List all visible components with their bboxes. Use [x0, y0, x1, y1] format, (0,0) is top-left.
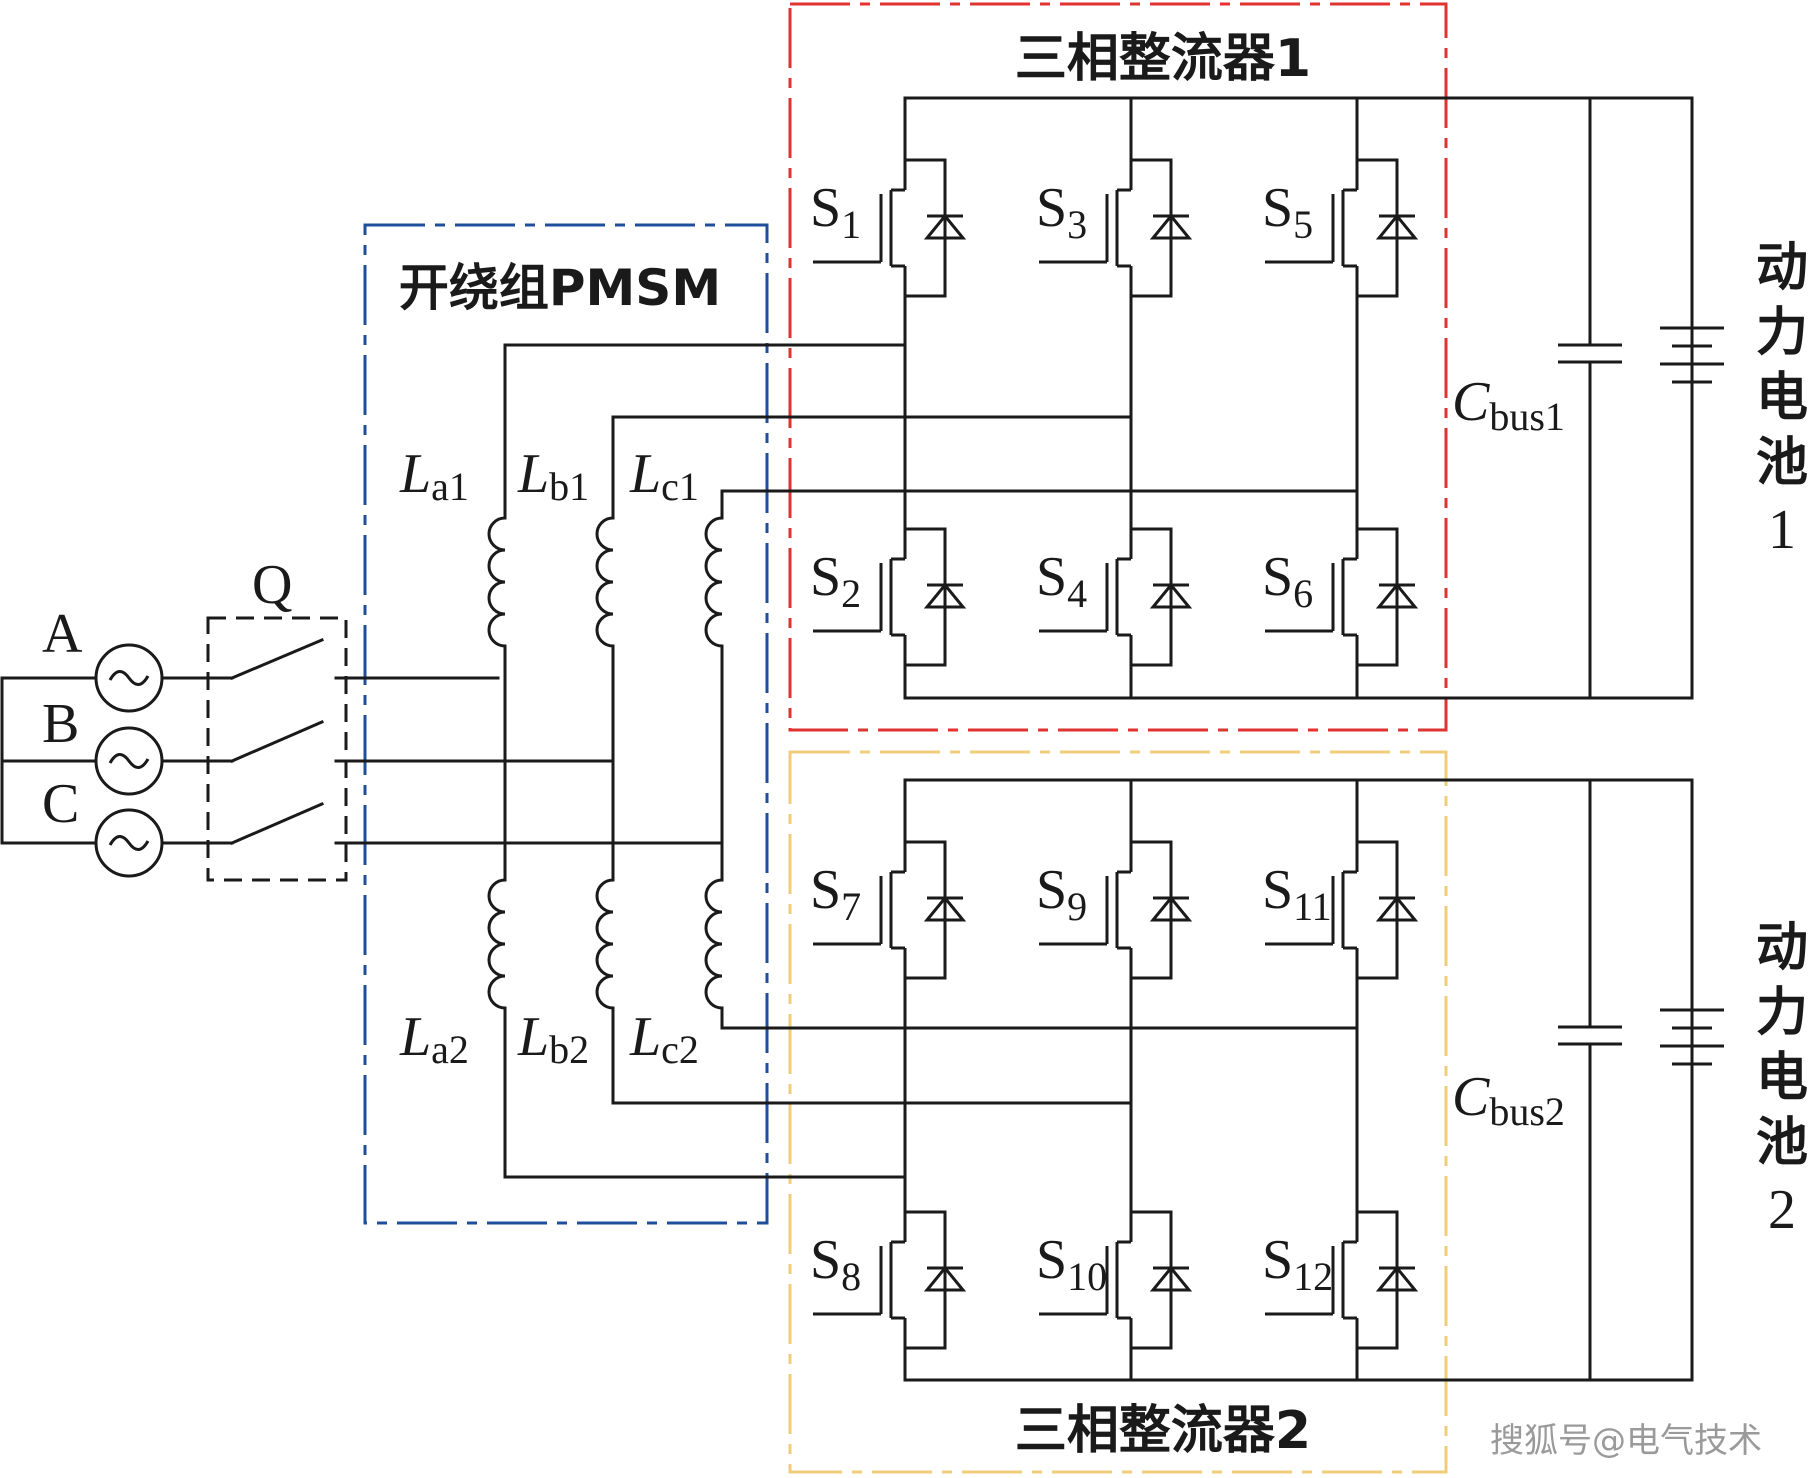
inductor-a2	[487, 878, 506, 1010]
svg-text:1: 1	[1768, 499, 1796, 561]
label-cbus1: Cbus1	[1452, 371, 1565, 439]
label-lc2: Lc2	[629, 1006, 699, 1072]
switch-label: S11	[1262, 859, 1332, 929]
rectifier2-border	[788, 750, 1448, 1474]
pmsm-border	[363, 223, 769, 1225]
svg-text:池: 池	[1756, 1113, 1808, 1173]
ac-sources: A B C	[0, 603, 164, 878]
mosfet-switch-icon	[1265, 527, 1419, 667]
source-label-c: C	[42, 773, 79, 835]
mosfet-switch-icon	[813, 158, 967, 298]
svg-text:电: 电	[1756, 368, 1808, 428]
switch-label: S9	[1036, 859, 1087, 929]
inductor-c2	[704, 878, 723, 1010]
watermark: 搜狐号@电气技术	[1490, 1421, 1762, 1461]
label-lc1: Lc1	[629, 443, 699, 509]
switch-label: S5	[1262, 177, 1313, 247]
ac-source-c	[94, 808, 164, 878]
switch-label: S2	[810, 546, 861, 616]
rectifier1-title: 三相整流器1	[1015, 29, 1311, 89]
battery-2-label: 动 力 电 池 2	[1756, 918, 1808, 1241]
source-label-b: B	[42, 693, 79, 755]
mosfet-switch-icon	[813, 1210, 967, 1350]
switch-label: S12	[1262, 1229, 1333, 1299]
label-la1: La1	[399, 443, 469, 509]
rectifier2-title: 三相整流器2	[1015, 1401, 1311, 1461]
label-cbus2: Cbus2	[1452, 1066, 1565, 1134]
switch-label: S3	[1036, 177, 1087, 247]
inductor-b2	[595, 878, 614, 1010]
inductor-c1	[704, 516, 723, 648]
battery-1-icon	[1660, 96, 1724, 384]
svg-text:力: 力	[1756, 303, 1808, 363]
ac-source-a	[94, 643, 164, 713]
battery-2-icon	[1660, 1008, 1724, 1066]
rectifier1-wiring	[903, 96, 1724, 700]
svg-text:2: 2	[1768, 1179, 1796, 1241]
switch-q-label: Q	[252, 554, 292, 616]
mosfet-switch-icon	[813, 840, 967, 980]
svg-text:池: 池	[1756, 433, 1808, 493]
mosfet-switch-icon	[1039, 527, 1193, 667]
pmsm-title: 开绕组PMSM	[399, 259, 721, 317]
label-la2: La2	[399, 1006, 469, 1072]
label-lb1: Lb1	[517, 443, 589, 509]
svg-text:动: 动	[1756, 238, 1808, 298]
switch-q: Q	[160, 554, 724, 882]
mosfet-switch-icon	[1039, 1210, 1193, 1350]
switch-label: S7	[810, 859, 861, 929]
mosfet-switch-icon	[1039, 840, 1193, 980]
svg-text:动: 动	[1756, 918, 1808, 978]
switch-label: S10	[1036, 1229, 1107, 1299]
mosfet-switch-icon	[1265, 158, 1419, 298]
source-label-a: A	[42, 603, 83, 665]
mosfet-switch-icon	[1265, 840, 1419, 980]
ac-source-b	[94, 726, 164, 796]
rectifier1-border	[788, 2, 1448, 732]
battery-1-label: 动 力 电 池 1	[1756, 238, 1808, 561]
mosfet-switch-icon	[813, 527, 967, 667]
mosfet-switch-icon	[1039, 158, 1193, 298]
windings: La1 Lb1 Lc1 La2 Lb2 Lc2	[399, 343, 1359, 1179]
switch-label: S4	[1036, 546, 1087, 616]
label-lb2: Lb2	[517, 1006, 589, 1072]
switch-label: S8	[810, 1229, 861, 1299]
svg-text:力: 力	[1756, 983, 1808, 1043]
mosfet-switch-icon	[1265, 1210, 1419, 1350]
switch-label: S1	[810, 177, 861, 247]
inductor-b1	[595, 516, 614, 648]
svg-text:电: 电	[1756, 1048, 1808, 1108]
switch-label: S6	[1262, 546, 1313, 616]
inductor-a1	[487, 516, 506, 648]
